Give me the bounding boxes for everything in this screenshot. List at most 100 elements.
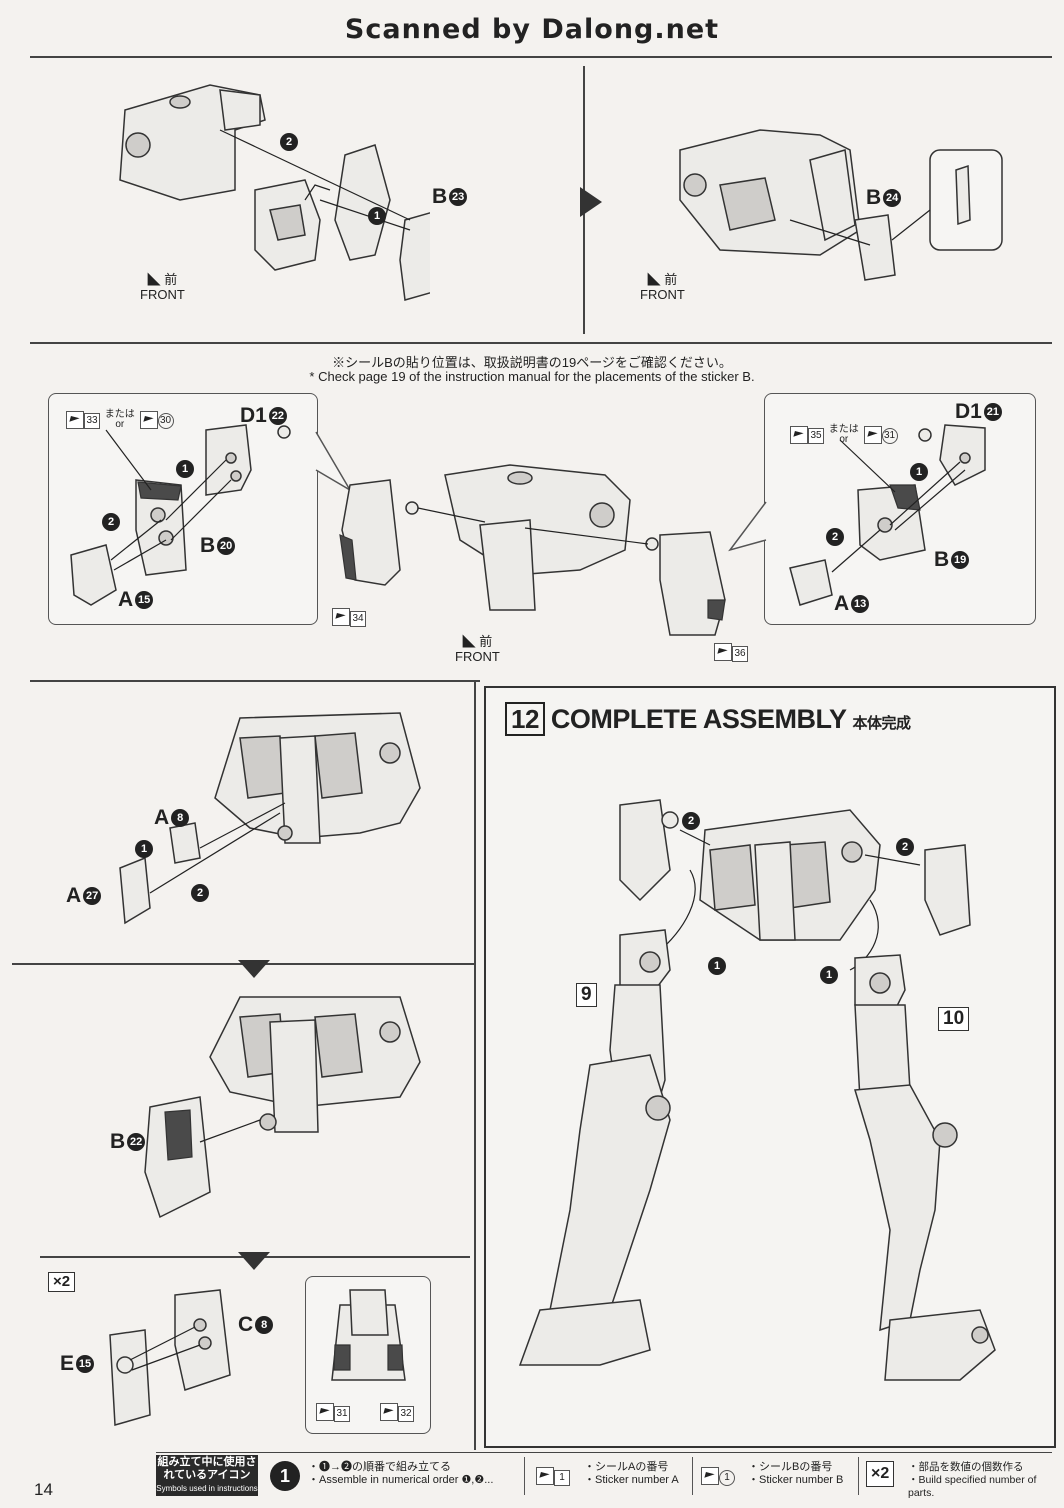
arm-detail-left-diagram [70, 424, 291, 606]
waist-part-assembly-diagram [119, 84, 430, 301]
legend-order-jp: ・❶→❷の順番で組み立てる [308, 1461, 451, 1473]
down-arrow-icon [238, 960, 270, 978]
part-letter: B [110, 1130, 126, 1153]
next-arrow-icon [580, 187, 602, 217]
step-2-marker: 2 [682, 812, 700, 830]
divider [30, 56, 1052, 58]
legend-sticker-b: ・シールBの番号 ・Sticker number B [748, 1461, 858, 1487]
part-number: 20 [217, 537, 236, 556]
sticker-a-icon [790, 426, 808, 444]
footer-legend: 組み立て中に使用されているアイコン Symbols used in instru… [156, 1452, 1052, 1499]
front-en: FRONT [140, 287, 185, 302]
step-2-marker: 2 [826, 528, 844, 546]
section-title-en: COMPLETE ASSEMBLY [550, 704, 847, 734]
arrow-front-icon: ◣ [647, 272, 661, 287]
sticker-ref-36: 36 [714, 643, 748, 663]
part-number: 22 [268, 407, 287, 426]
quantity-badge: ×2 [48, 1272, 76, 1292]
section-number: 12 [505, 702, 545, 736]
sticker-note-jp: ※シールBの貼り位置は、取扱説明書の19ページをご確認ください。 [332, 355, 732, 370]
sticker-a-icon [536, 1467, 554, 1485]
part-letter: E [60, 1352, 75, 1375]
section-title-jp: 本体完成 [852, 715, 911, 732]
sticker-ref-32: 32 [380, 1403, 414, 1423]
divider [858, 1457, 859, 1495]
or-jp: または [104, 409, 135, 420]
part-letter: B [432, 185, 448, 208]
step-1-marker: 1 [176, 460, 194, 478]
legend-sticker-b-en: ・Sticker number B [748, 1474, 844, 1486]
front-indicator: ◣ 前 FRONT [455, 634, 500, 664]
sticker-number-circled: 30 [157, 412, 174, 429]
side-armor-sticker-diagram [331, 1289, 406, 1381]
part-letter: B [200, 534, 216, 557]
divider [30, 342, 1052, 344]
side-armor-assembly-diagram [109, 1289, 231, 1426]
waist-front-skirt-diagram [144, 996, 421, 1219]
quantity-badge-icon: ×2 [866, 1461, 895, 1487]
part-letter: B [934, 548, 950, 571]
part-number: 23 [449, 188, 468, 207]
sticker-ref-31: 31 [316, 1403, 350, 1423]
part-number: 19 [951, 551, 970, 570]
arrow-front-icon: ◣ [147, 272, 161, 287]
sticker-a-icon [316, 1403, 334, 1421]
part-number: 15 [76, 1355, 95, 1374]
part-letter: C [238, 1313, 254, 1336]
page-number: 14 [34, 1480, 53, 1499]
part-letter: D1 [955, 400, 982, 423]
front-en: FRONT [455, 649, 500, 664]
sticker-number: 1 [554, 1470, 570, 1487]
complete-assembly-diagram [518, 799, 996, 1381]
front-indicator: ◣ 前 FRONT [140, 272, 185, 302]
sticker-b-legend-icon: 1 [701, 1467, 735, 1487]
legend-sticker-a-en: ・Sticker number A [584, 1474, 679, 1486]
legend-title-jp: 組み立て中に使用されているアイコン [157, 1456, 257, 1481]
leg-label-9: 9 [576, 983, 597, 1007]
sticker-number: 34 [350, 611, 366, 628]
part-letter: A [66, 884, 82, 907]
sticker-a-legend-icon: 1 [536, 1467, 570, 1487]
front-indicator: ◣ 前 FRONT [640, 272, 685, 302]
sticker-a-icon [714, 643, 732, 661]
sticker-number: 33 [84, 412, 100, 429]
step-1-marker: 1 [910, 463, 928, 481]
step-1-marker: 1 [135, 840, 153, 858]
sticker-number: 36 [732, 646, 748, 663]
legend-order: ・❶→❷の順番で組み立てる ・Assemble in numerical ord… [308, 1461, 518, 1487]
step-1-marker: 1 [368, 207, 386, 225]
divider [524, 1457, 525, 1495]
sticker-a-icon [139, 411, 158, 429]
page-header-title: Scanned by Dalong.net [344, 14, 720, 45]
part-number: 27 [83, 887, 102, 906]
leg-label-10: 10 [938, 1007, 970, 1031]
sticker-a-icon [863, 426, 882, 444]
sticker-a-icon [332, 608, 350, 626]
waist-part-sticker-diagram [679, 129, 1003, 281]
waist-front-armor-diagram [119, 712, 421, 925]
or-jp: または [828, 424, 859, 435]
legend-quantity-en: ・Build specified number of parts. [908, 1474, 1037, 1499]
sticker-number: 32 [398, 1406, 414, 1423]
step-2-marker: 2 [191, 884, 209, 902]
part-number: 24 [883, 189, 902, 208]
or-en: or [115, 419, 125, 430]
part-letter: D1 [240, 404, 267, 427]
box-pointer [728, 501, 767, 552]
front-jp: 前 [164, 272, 178, 287]
legend-sticker-a: ・シールAの番号 ・Sticker number A [584, 1461, 694, 1487]
legend-sticker-b-jp: ・シールBの番号 [748, 1461, 833, 1473]
sticker-number: 35 [808, 427, 824, 444]
legend-title: 組み立て中に使用されているアイコン Symbols used in instru… [156, 1455, 258, 1496]
part-number: 22 [127, 1133, 146, 1152]
